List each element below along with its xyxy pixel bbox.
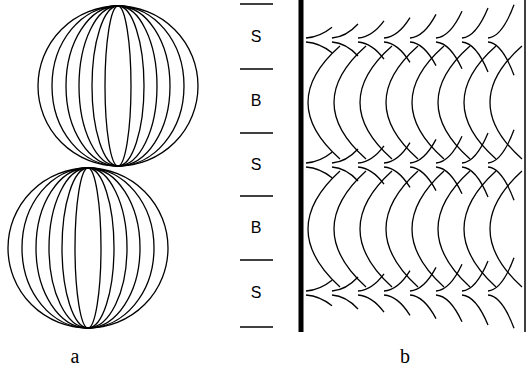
field-line [332,149,358,163]
field-line [436,295,462,322]
field-line [332,277,358,291]
field-line [462,8,488,38]
zone-label: B [251,220,262,236]
field-line [384,295,410,315]
zone-divider [240,195,273,196]
field-line [332,24,358,38]
meridian-sphere [8,168,168,328]
meridian-line [52,6,184,166]
field-line [490,46,522,159]
field-line [436,136,462,163]
field-line [488,167,514,200]
wall-line [299,0,304,332]
field-line [332,295,358,309]
zone-label: S [251,157,262,173]
field-line [410,42,436,66]
field-line [358,146,384,163]
field-line [436,167,462,194]
zone-divider [240,68,273,69]
field-line [436,42,462,69]
field-line [306,42,332,53]
field-line [464,171,496,287]
meridian-line [79,6,157,166]
meridian-line [75,168,101,328]
field-line [462,295,488,325]
field-line [412,46,444,159]
field-line [332,167,358,181]
field-line [410,295,436,319]
meridian-line [62,168,114,328]
meridian-line [66,6,170,166]
field-line [488,258,514,291]
field-line [384,18,410,38]
field-line [334,171,366,287]
meridian-line [92,6,144,166]
field-line [306,27,332,38]
field-line [358,42,384,59]
field-line [308,46,340,159]
field-line [386,171,418,287]
meridian-line [49,168,127,328]
field-line [360,46,392,159]
zone-label: B [251,93,262,109]
field-line [384,167,410,187]
field-lines [306,5,522,328]
zone-label: S [251,285,262,301]
field-line [306,152,332,163]
field-line [488,130,514,163]
field-line [360,171,392,287]
meridian-line [22,168,154,328]
field-line [358,295,384,312]
field-line [488,42,514,75]
field-line [462,167,488,197]
field-line [462,133,488,163]
field-line [410,167,436,191]
field-line [306,167,332,178]
field-line [462,261,488,291]
field-line [436,264,462,291]
field-line [384,42,410,62]
meridian-sphere [38,6,198,166]
field-line [462,42,488,72]
panel-label: b [400,346,410,366]
field-line [488,5,514,38]
field-line [358,21,384,38]
field-line [386,46,418,159]
field-line [412,171,444,287]
field-line [436,11,462,38]
field-line [358,167,384,184]
zone-divider [240,132,273,133]
field-line [332,42,358,56]
meridian-line [8,168,168,328]
zone-label: S [251,29,262,45]
meridian-line [105,6,131,166]
panel-label: a [71,346,80,366]
field-line [358,274,384,291]
meridian-line [36,168,140,328]
field-line [384,143,410,163]
field-line [438,46,470,159]
field-line [410,14,436,38]
field-line [490,171,522,287]
field-line [488,295,514,328]
zone-divider [240,326,273,327]
field-line [334,46,366,159]
zone-divider [240,3,273,4]
field-line [384,271,410,291]
edge-line [524,0,526,332]
field-line [306,295,332,306]
field-line [410,267,436,291]
meridian-line [38,6,198,166]
field-line [306,280,332,291]
field-line [410,139,436,163]
field-line [464,46,496,159]
field-line [438,171,470,287]
field-line [308,171,340,287]
zone-divider [240,259,273,260]
